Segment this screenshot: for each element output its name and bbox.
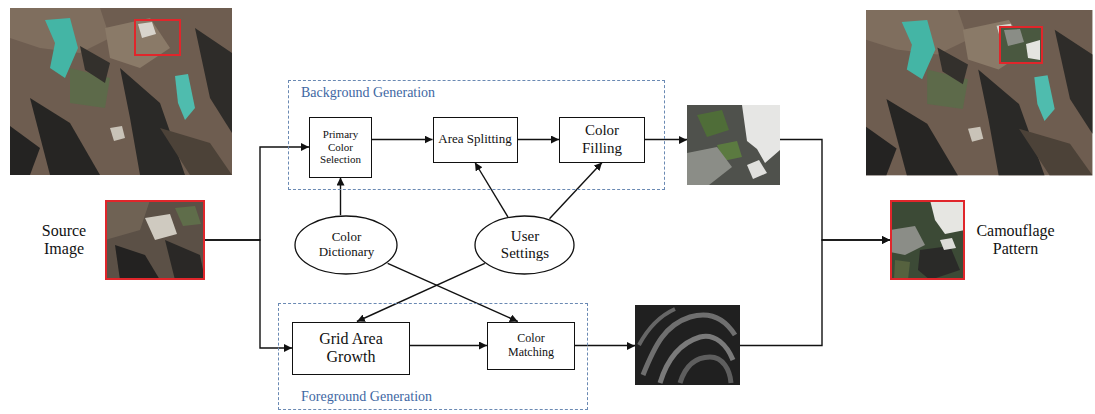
- node-label: Color Matching: [496, 332, 566, 360]
- source-thumbnail: [105, 200, 150, 240]
- node-label: Color Filling: [564, 122, 640, 157]
- background-thumbnail: [687, 147, 732, 185]
- source-thumbnail: [165, 240, 205, 280]
- camouflage-thumbnail: [890, 200, 965, 280]
- background-thumbnail: [742, 105, 780, 163]
- camouflage-thumbnail: [894, 260, 910, 280]
- satellite-image-result: [866, 10, 1092, 175]
- satellite-image: [10, 8, 232, 175]
- image-caption: Camouflage Pattern: [973, 222, 1058, 259]
- flow-arrow: [372, 139, 433, 140]
- flow-arrow: [549, 163, 602, 219]
- flow-arrow: [340, 178, 341, 216]
- satellite-image: [135, 20, 180, 55]
- process-box: Primary Color Selection: [309, 117, 372, 178]
- arrow-head: [679, 136, 687, 144]
- foreground-thumbnail: [635, 305, 740, 385]
- group-title: Foreground Generation: [301, 389, 432, 405]
- camouflage-thumbnail: [930, 200, 965, 234]
- flow-arrow: [518, 139, 560, 140]
- node-label: Primary Color Selection: [314, 128, 367, 166]
- group-title: Background Generation: [301, 85, 435, 101]
- group-box: Foreground Generation Grid Area Growth Col…: [278, 303, 588, 410]
- foreground-thumbnail: [635, 305, 740, 385]
- background-thumbnail: [747, 160, 767, 179]
- flow-arrow: [388, 263, 518, 321]
- background-thumbnail: [687, 105, 780, 185]
- foreground-thumbnail: [639, 309, 675, 345]
- foreground-thumbnail: [680, 357, 731, 383]
- satellite-image-result: [1004, 29, 1024, 46]
- ellipse-outline: [295, 216, 397, 274]
- camouflage-thumbnail: [918, 246, 960, 280]
- image-caption: Source Image: [29, 222, 99, 259]
- camouflage-thumbnail: [940, 238, 956, 250]
- group-box: Background GenerationPrimary Color Selec…: [288, 80, 665, 190]
- process-box: Area Splitting: [433, 117, 518, 163]
- satellite-image-result: [866, 10, 1092, 175]
- background-thumbnail: [687, 105, 780, 185]
- ellipse-outline: [475, 216, 574, 274]
- process-box: Color Filling: [559, 117, 645, 163]
- flow-arrow: [410, 345, 487, 346]
- input-ellipse: Color Dictionary: [294, 215, 398, 275]
- source-thumbnail: [105, 200, 205, 280]
- image-node: Camouflage Pattern: [890, 200, 965, 280]
- source-thumbnail: [175, 206, 201, 226]
- flow-arrow: [357, 263, 485, 321]
- background-thumbnail: [697, 110, 729, 137]
- node-label: Color Dictionary: [309, 230, 384, 260]
- node-label: Area Splitting: [438, 132, 511, 147]
- foreground-thumbnail: [660, 336, 733, 383]
- source-thumbnail: [115, 245, 160, 280]
- satellite-image-result: [1026, 40, 1040, 60]
- satellite-image-result: [1000, 27, 1042, 63]
- arrow-head: [627, 342, 635, 350]
- source-thumbnail: [145, 214, 177, 240]
- process-box: Grid Area Growth: [292, 322, 410, 375]
- camouflage-thumbnail: [890, 200, 965, 280]
- node-label: Grid Area Growth: [297, 330, 405, 367]
- camouflage-thumbnail: [890, 226, 925, 255]
- satellite-image: [10, 8, 232, 175]
- satellite-image-result: [1000, 27, 1042, 63]
- process-box: Color Matching: [487, 322, 575, 370]
- source-thumbnail: [105, 200, 205, 280]
- input-ellipse: User Settings: [474, 215, 575, 275]
- node-label: User Settings: [489, 228, 562, 263]
- image-node: Source Image: [105, 200, 205, 280]
